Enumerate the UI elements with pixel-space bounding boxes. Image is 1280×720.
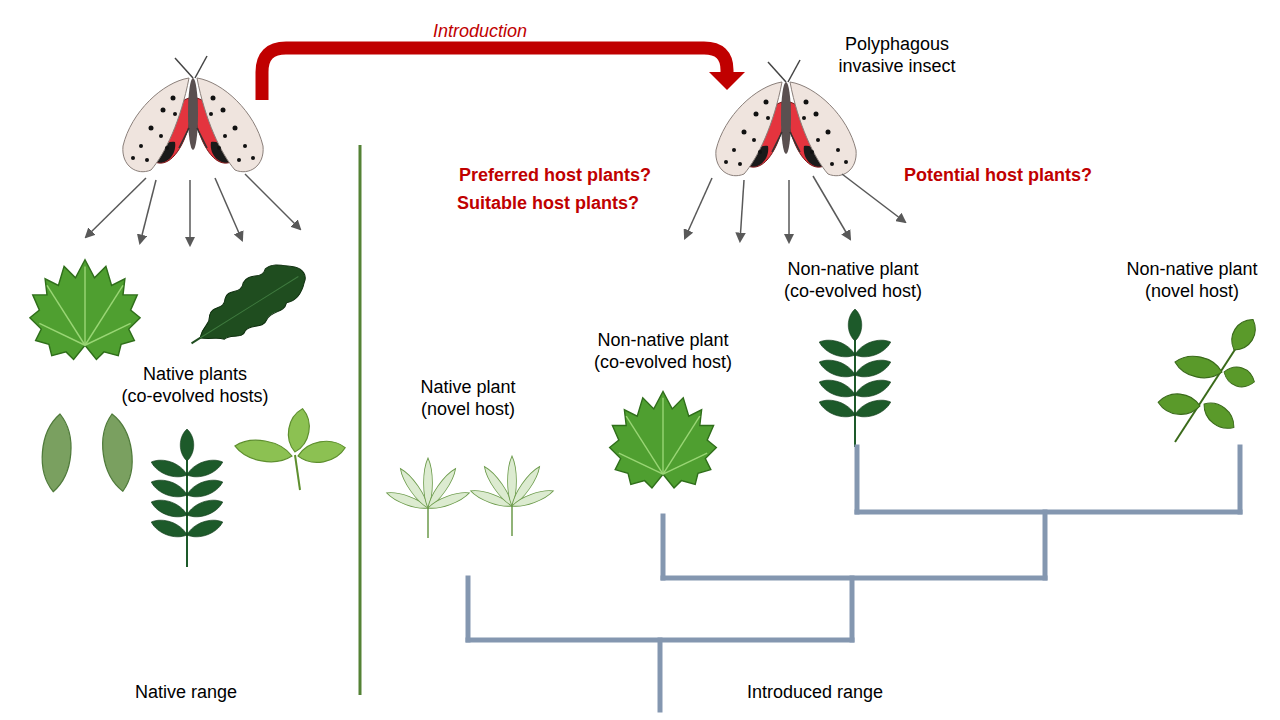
range-label: Introduced range <box>747 681 883 703</box>
line-spacer <box>119 363 142 367</box>
question-label: Preferred host plants? <box>459 164 651 186</box>
line-spacer <box>782 258 787 262</box>
line-spacer <box>950 33 958 37</box>
question-label: Suitable host plants? <box>457 192 639 214</box>
plant-label: Non-native plant (co-evolved host) <box>782 258 925 302</box>
range-label: Native range <box>135 681 237 703</box>
line-spacer <box>836 33 844 37</box>
line-spacer <box>517 376 518 380</box>
line-spacer <box>1259 258 1260 262</box>
plant-label: Native plant (novel host) <box>418 376 518 420</box>
line-spacer <box>920 258 925 262</box>
plant-label: Native plants (co-evolved hosts) <box>119 363 271 407</box>
line-spacer <box>592 329 597 333</box>
line-spacer <box>1124 258 1125 262</box>
line-spacer <box>248 363 271 367</box>
line-spacer <box>418 376 419 380</box>
insect-label: Polyphagous invasive insect <box>836 33 958 77</box>
plant-label: Non-native plant (novel host) <box>1124 258 1260 302</box>
arrow-label: Introduction <box>433 20 527 42</box>
plant-label: Non-native plant (co-evolved host) <box>592 329 735 373</box>
line-spacer <box>730 329 735 333</box>
question-label: Potential host plants? <box>904 164 1092 186</box>
